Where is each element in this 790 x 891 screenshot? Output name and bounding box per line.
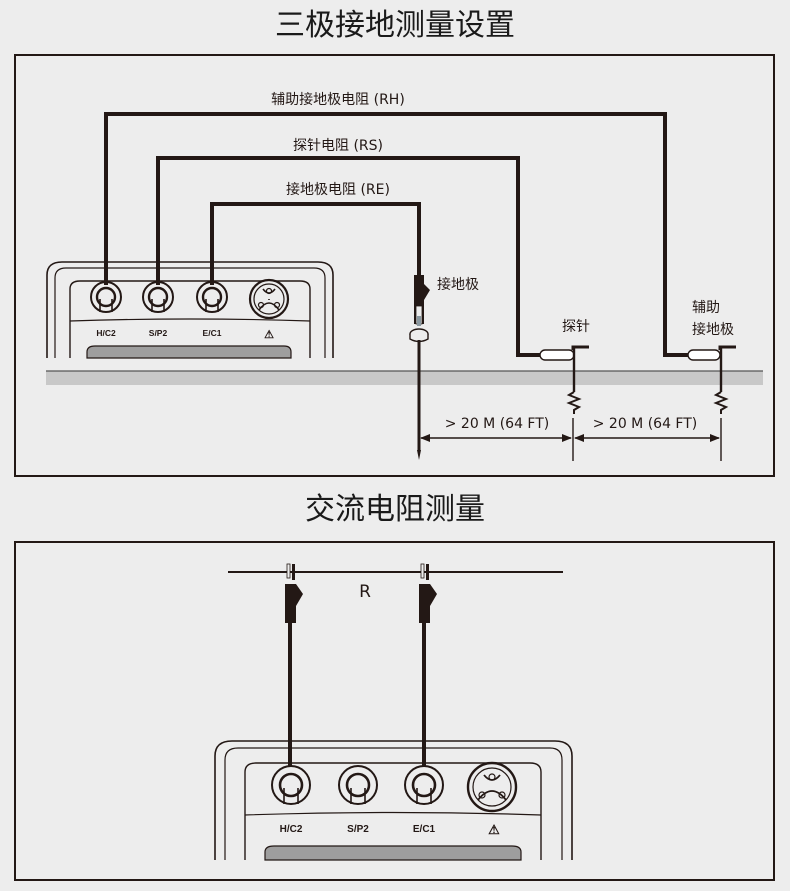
- label-rh: 辅助接地极电阻 (RH): [271, 91, 405, 108]
- auxiliary-electrode: [687, 345, 736, 414]
- wire-re: [210, 202, 421, 285]
- section2-frame: [14, 541, 775, 881]
- dimension-lines: [420, 418, 722, 461]
- section2-title: 交流电阻测量: [305, 492, 485, 527]
- port-label-s-p2: S/P2: [149, 328, 168, 338]
- port2-label-h-c2: H/C2: [280, 824, 303, 835]
- section1-frame: [14, 54, 775, 477]
- warning-icon-2: ⚠: [488, 822, 500, 837]
- earth-electrode: [409, 275, 430, 460]
- aux-connector-port-2[interactable]: [466, 761, 518, 813]
- port2-e-c1[interactable]: [404, 765, 444, 805]
- label-aux-line1: 辅助: [692, 300, 720, 316]
- port-s-p2[interactable]: [142, 281, 174, 313]
- distance-label-1: > 20 M (64 FT): [445, 416, 550, 432]
- port2-s-p2[interactable]: [338, 765, 378, 805]
- wire-rs: [156, 156, 540, 357]
- port2-label-e-c1: E/C1: [413, 824, 436, 835]
- aux-connector-port[interactable]: [248, 278, 290, 320]
- resistor-label: R: [359, 582, 371, 602]
- label-probe: 探针: [562, 319, 590, 335]
- label-earth-electrode: 接地极: [437, 276, 479, 293]
- tester-device-2: [214, 740, 573, 861]
- label-re: 接地极电阻 (RE): [286, 181, 390, 198]
- test-clip-right: [419, 563, 437, 775]
- port-label-h-c2: H/C2: [96, 328, 116, 338]
- wire-rh: [104, 112, 690, 357]
- port2-label-s-p2: S/P2: [347, 824, 369, 835]
- tester-device: [46, 261, 334, 359]
- port-h-c2[interactable]: [90, 281, 122, 313]
- test-clip-left: [285, 563, 303, 775]
- label-aux-line2: 接地极: [692, 321, 734, 338]
- label-rs: 探针电阻 (RS): [293, 138, 383, 154]
- probe-electrode: [539, 345, 589, 414]
- warning-icon: ⚠: [264, 329, 274, 341]
- section1-title: 三极接地测量设置: [275, 8, 515, 43]
- port-label-e-c1: E/C1: [203, 328, 222, 338]
- port-e-c1[interactable]: [196, 281, 228, 313]
- ground-surface: [46, 370, 763, 385]
- port2-h-c2[interactable]: [271, 765, 311, 805]
- distance-label-2: > 20 M (64 FT): [593, 416, 698, 432]
